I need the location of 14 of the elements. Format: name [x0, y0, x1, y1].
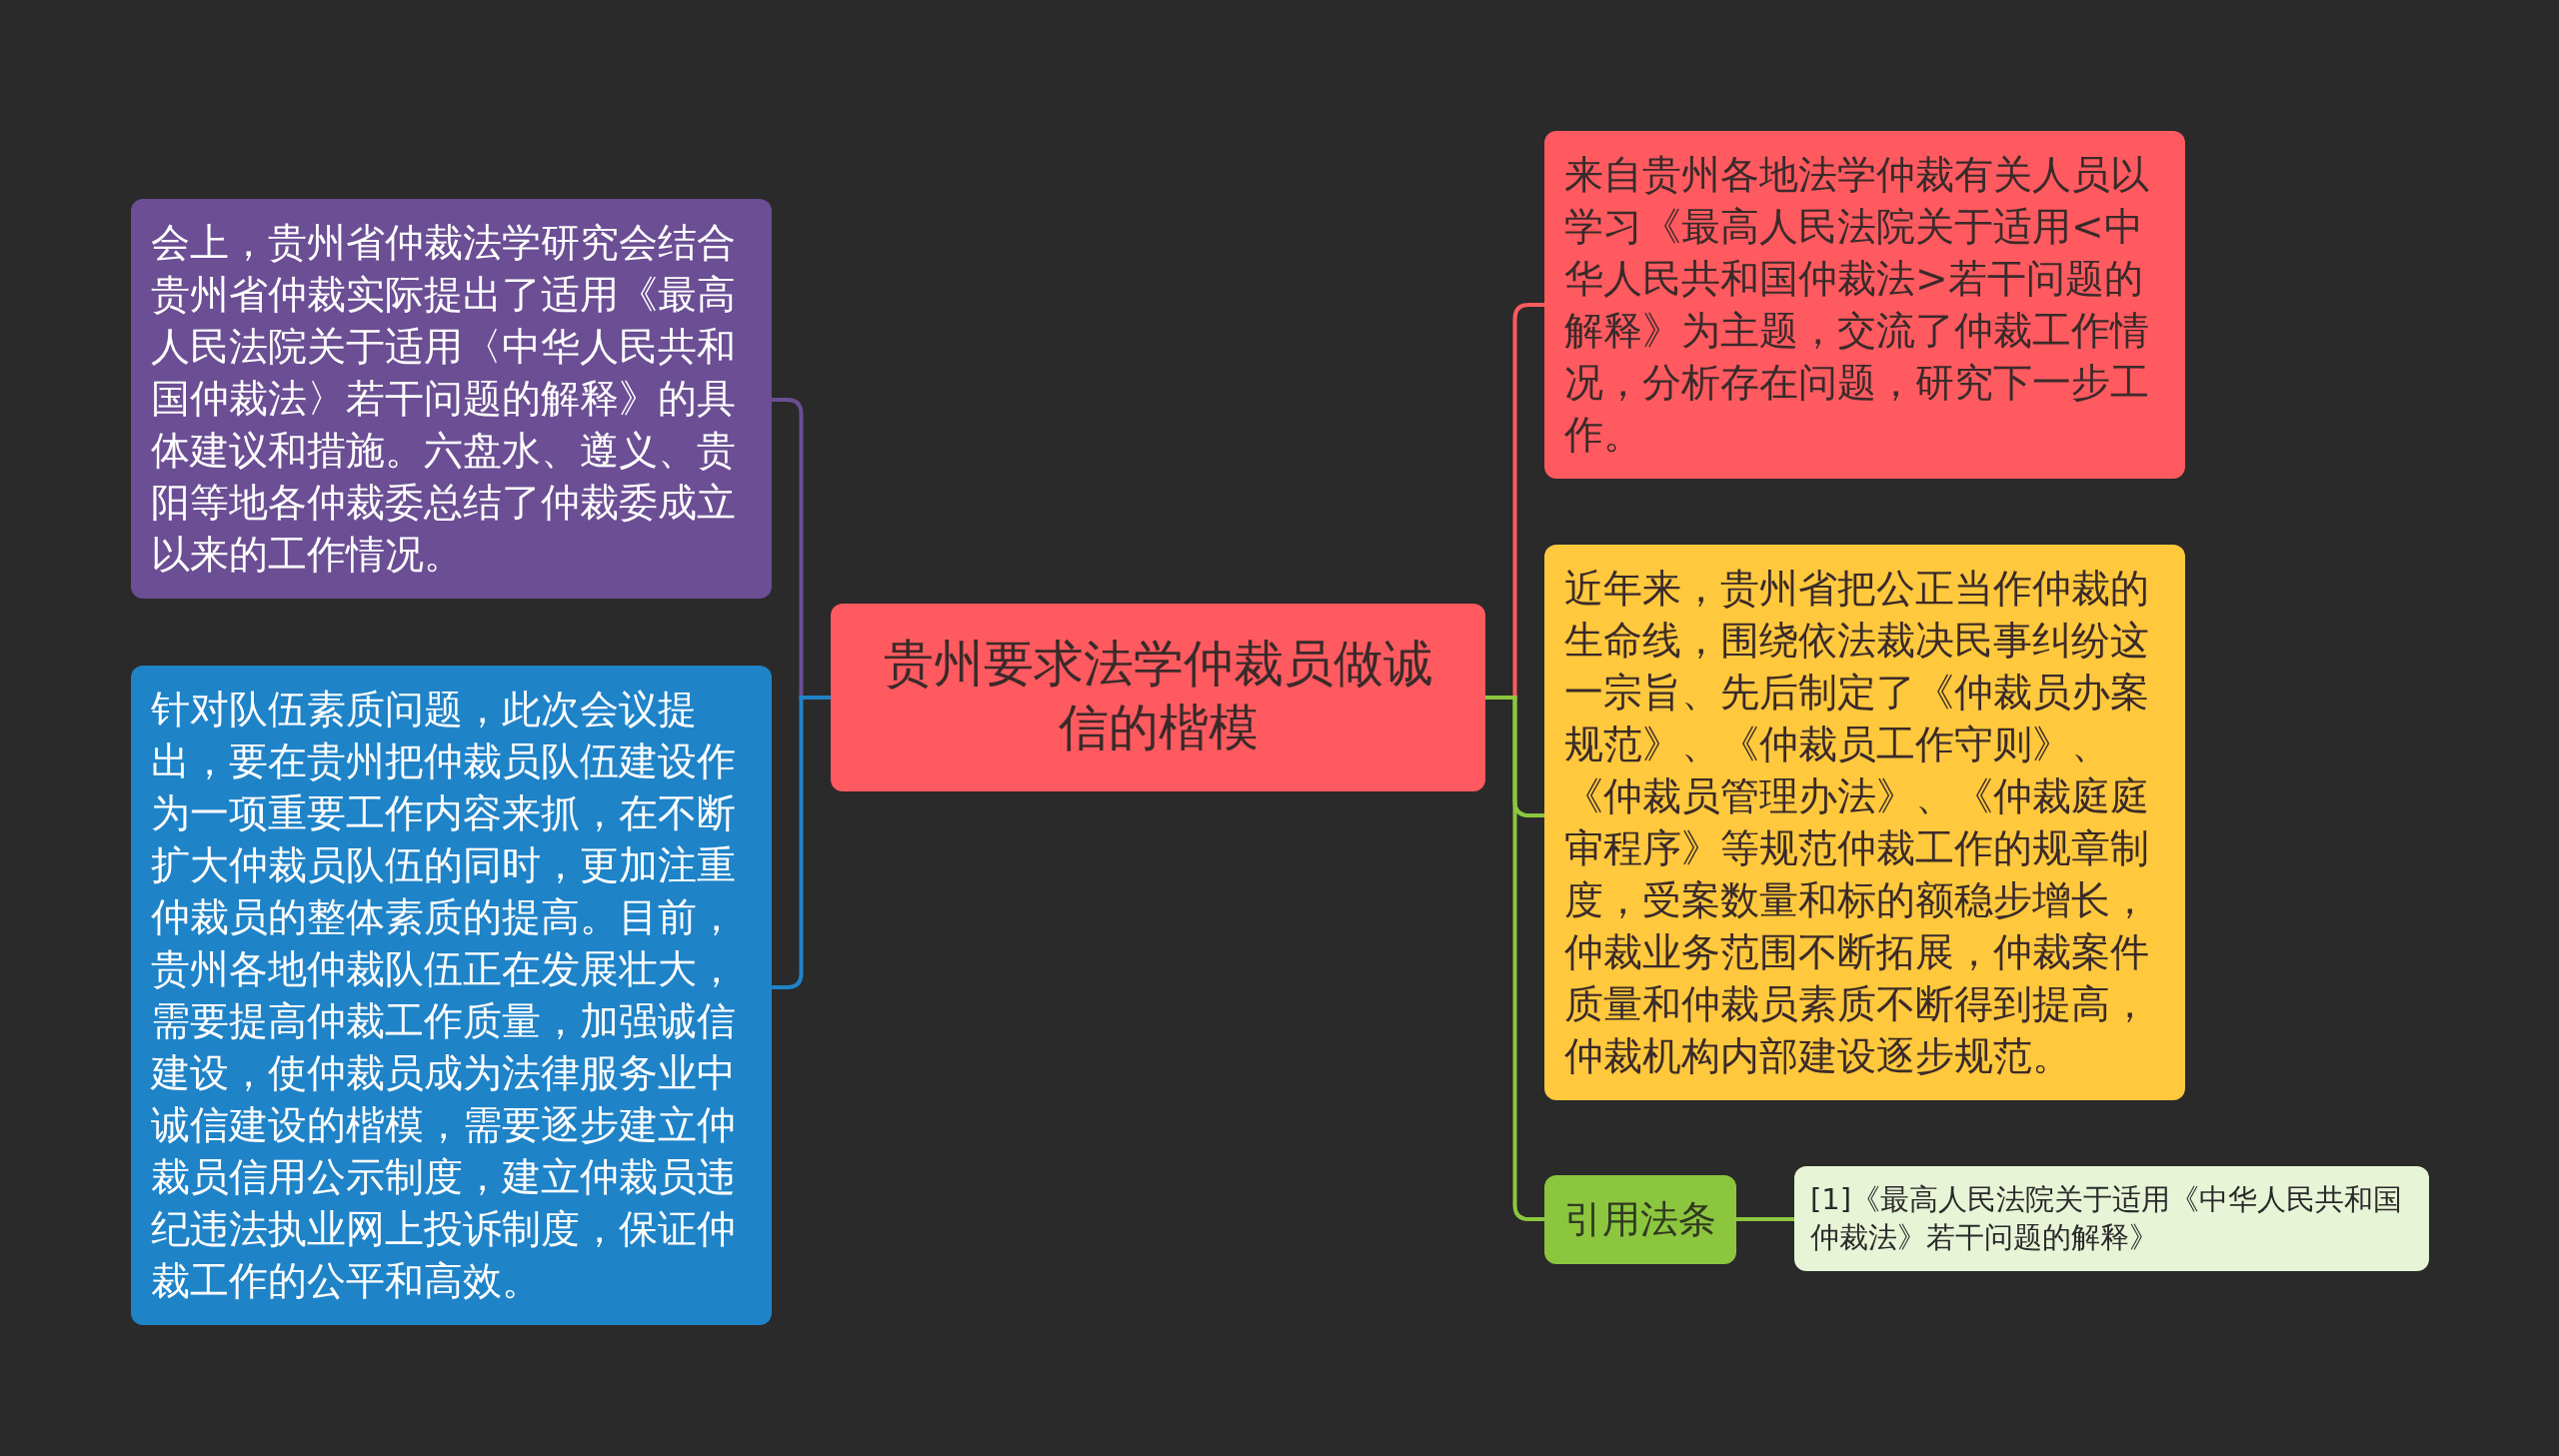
note-box [131, 199, 772, 599]
note-text: 针对队伍素质问题，此次会议提出，要在贵州把仲裁员队伍建设作为一项重要工作内容来抓，在不断扩大仲裁员队伍的同时，更加注重仲裁员的整体素质的提高。目前，贵州各地仲裁队伍正在发展壮大，需要提高仲裁工作质量，加强诚信建设，使仲裁员成为法律服务业中诚信建设的楷模，需要逐步建立仲裁员信用公示制度，建立仲裁员违纪违法执业网上投诉制度，保证仲裁工作的公平和高效。 [151, 686, 737, 1305]
connector [1736, 1217, 1794, 1221]
reference-box [1544, 1175, 1736, 1264]
topic-box [831, 604, 1485, 791]
citation-text: [1]《最高人民法院关于适用《中华人民共和国仲裁法》若干问题的解释》 [1810, 1181, 2404, 1256]
note-text: 近年来，贵州省把公正当作仲裁的生命线，围绕依法裁决民事纠纷这一宗旨、先后制定了《仲裁员办案规范》、《仲裁员工作守则》、《仲裁员管理办法》、《仲裁庭庭审程序》等规范仲裁工作的规章制度，受案数量和标的额稳步增长，仲裁业务范围不断拓展，仲裁案件质量和仲裁员素质不断得到提高，仲裁机构内部建设逐步规范。 [1564, 565, 2150, 1080]
note-box [1544, 545, 2185, 1100]
note-box [1544, 131, 2185, 479]
note-text: 会上，贵州省仲裁法学研究会结合贵州省仲裁实际提出了适用《最高人民法院关于适用〈中华人民共和国仲裁法〉若干问题的解释》的具体建议和措施。六盘水、遵义、贵阳等地各仲裁委总结了仲裁委成立以来的工作情况。 [151, 219, 737, 579]
topic-text: 贵州要求法学仲裁员做诚信的楷模 [882, 634, 1434, 758]
note-text: 来自贵州各地法学仲裁有关人员以学习《最高人民法院关于适用<中华人民共和国仲裁法>若干问题的解释》为主题，交流了仲裁工作情况，分析存在问题，研究下一步工作。 [1564, 151, 2150, 459]
reference-title: 引用法条 [1563, 1196, 1717, 1243]
citation-box [1794, 1166, 2429, 1271]
